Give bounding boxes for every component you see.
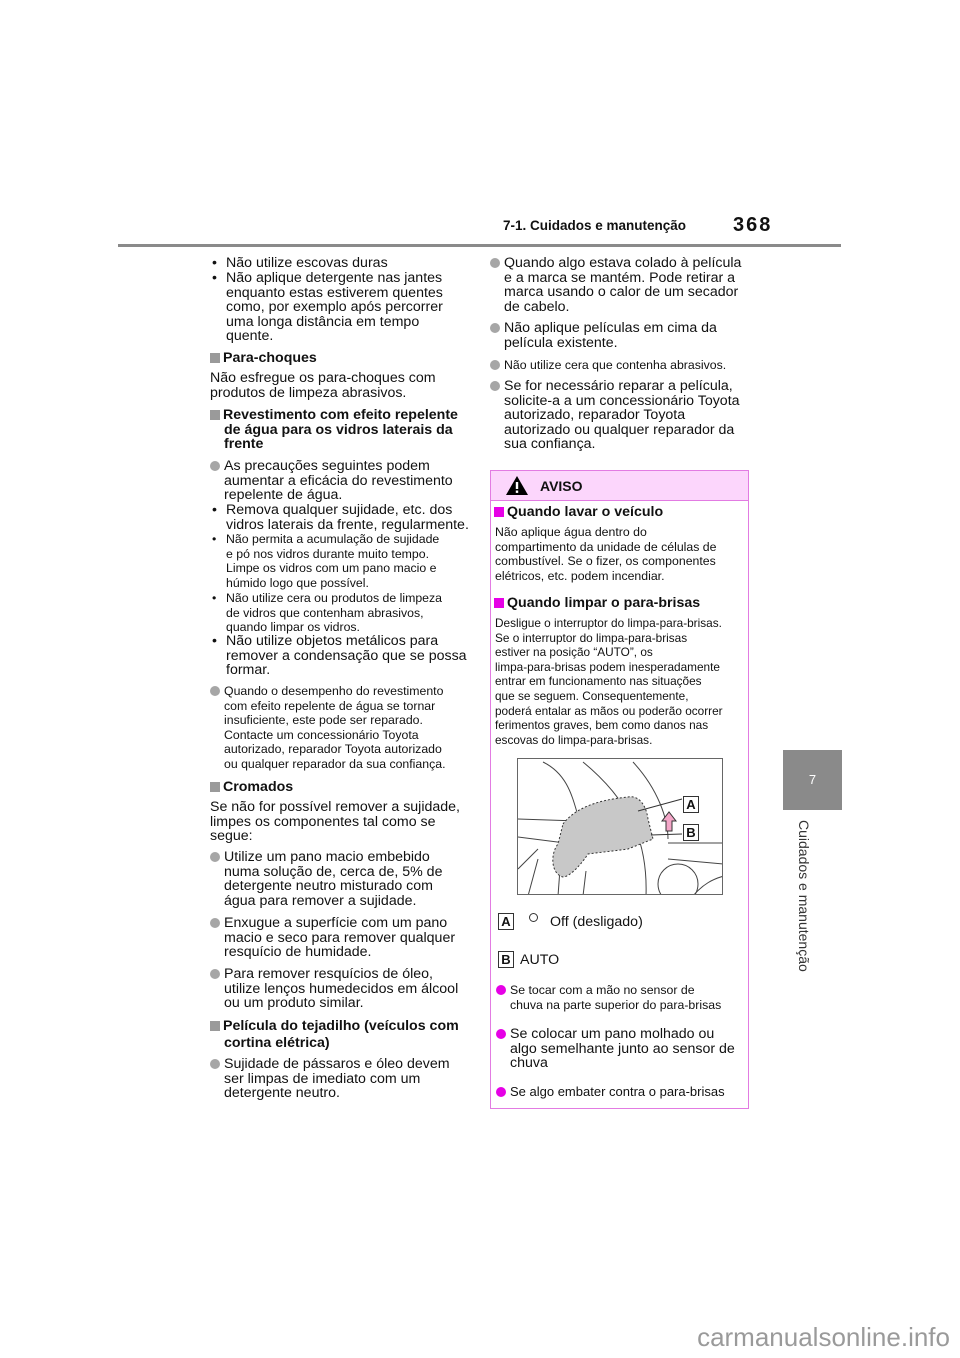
bullet-icon bbox=[210, 918, 220, 928]
heading-pelicula: Película do tejadilho (veículos com cort… bbox=[210, 1018, 459, 1052]
warning-bullet: Se tocar com a mão no sensor de chuva na… bbox=[496, 983, 721, 1012]
bullet-item: Quando algo estava colado à película e a… bbox=[490, 256, 741, 314]
section-title: 7-1. Cuidados e manutenção bbox=[503, 218, 687, 233]
watermark: carmanualsonline.info bbox=[697, 1322, 950, 1352]
paragraph: Se não for possível remover a sujidade, … bbox=[210, 799, 460, 845]
off-circle-icon bbox=[529, 913, 538, 922]
legend-auto: AUTO bbox=[520, 952, 560, 968]
bullet-text: Enxugue a superfície com um pano macio e… bbox=[224, 915, 456, 961]
bullet-icon bbox=[490, 360, 500, 370]
legend-label-b: B bbox=[498, 951, 514, 968]
bullet-text: Para remover resquícios de óleo, utilize… bbox=[224, 966, 459, 1012]
warning-bullet: Se algo embater contra o para-brisas bbox=[496, 1084, 725, 1100]
bullet-text: Se algo embater contra o para-brisas bbox=[510, 1084, 725, 1099]
heading-cromados: Cromados bbox=[210, 780, 293, 795]
bullet-icon bbox=[496, 985, 506, 995]
warning-title: AVISO bbox=[540, 478, 583, 494]
bullet-icon bbox=[210, 461, 220, 471]
list-item: •Não utilize objetos metálicos para remo… bbox=[212, 633, 467, 679]
bullet-icon bbox=[210, 969, 220, 979]
heading-text: Cromados bbox=[223, 779, 294, 795]
callout-b: B bbox=[683, 824, 699, 841]
list-item-text: Não utilize cera ou produtos de limpeza … bbox=[226, 591, 443, 635]
list-item: •Remova qualquer sujidade, etc. dos vidr… bbox=[212, 502, 469, 533]
bullet-item: Enxugue a superfície com um pano macio e… bbox=[210, 916, 455, 960]
list-item-text: Não permita a acumulação de sujidade e p… bbox=[226, 532, 440, 590]
heading-revestimento: Revestimento com efeito repelente de águ… bbox=[210, 408, 458, 452]
chapter-side-title-text: Cuidados e manutenção bbox=[796, 820, 812, 972]
bullet-text: Se tocar com a mão no sensor de chuva na… bbox=[510, 983, 722, 1012]
warning-box bbox=[490, 470, 749, 1109]
bullet-text: Se colocar um pano molhado ou algo semel… bbox=[510, 1026, 735, 1072]
paragraph: Não esfregue os para-choques com produto… bbox=[210, 370, 436, 401]
bullet-icon bbox=[490, 381, 500, 391]
warning-header: AVISO bbox=[491, 471, 748, 501]
warning-paragraph: Desligue o interruptor do limpa-para-bri… bbox=[495, 616, 723, 747]
list-item-text: Não utilize objetos metálicos para remov… bbox=[226, 633, 467, 679]
bullet-icon bbox=[210, 686, 220, 696]
header-divider bbox=[118, 244, 841, 247]
bullet-text: As precauções seguintes podem aumentar a… bbox=[224, 458, 453, 504]
heading-para-choques: Para-choques bbox=[210, 351, 317, 366]
bullet-item: Para remover resquícios de óleo, utilize… bbox=[210, 967, 458, 1011]
list-item: •Não permita a acumulação de sujidade e … bbox=[212, 532, 440, 590]
bullet-icon bbox=[210, 852, 220, 862]
square-bullet-icon bbox=[210, 353, 220, 363]
chapter-side-title: Cuidados e manutenção bbox=[794, 820, 814, 990]
bullet-text: Utilize um pano macio embebido numa solu… bbox=[224, 849, 443, 909]
wiper-switch-illustration: A B bbox=[517, 758, 723, 895]
bullet-icon bbox=[496, 1087, 506, 1097]
chapter-tab[interactable]: 7 bbox=[783, 750, 842, 810]
callout-a: A bbox=[683, 796, 699, 813]
warning-heading: Quando limpar o para-brisas bbox=[494, 596, 700, 611]
bullet-item: Quando o desempenho do revestimento com … bbox=[210, 684, 446, 772]
bullet-item: Utilize um pano macio embebido numa solu… bbox=[210, 850, 442, 908]
heading-text: Quando limpar o para-brisas bbox=[507, 595, 701, 611]
legend-label-a: A bbox=[498, 913, 514, 930]
bullet-text: Se for necessário reparar a película, so… bbox=[504, 378, 740, 453]
bullet-text: Quando o desempenho do revestimento com … bbox=[224, 684, 446, 771]
warning-triangle-icon bbox=[506, 476, 528, 495]
square-bullet-icon bbox=[210, 782, 220, 792]
square-bullet-icon bbox=[210, 410, 220, 420]
heading-text: Película do tejadilho (veículos com cort… bbox=[223, 1018, 459, 1051]
legend-off: Off (desligado) bbox=[550, 914, 643, 930]
bullet-text: Não utilize cera que contenha abrasivos. bbox=[504, 358, 727, 372]
list-item-text: Não aplique detergente nas jantes enquan… bbox=[226, 270, 443, 345]
list-item-text: Não utilize escovas duras bbox=[226, 255, 388, 271]
list-item: •Não utilize escovas duras bbox=[212, 255, 388, 271]
list-item-text: Remova qualquer sujidade, etc. dos vidro… bbox=[226, 502, 469, 533]
heading-text: Revestimento com efeito repelente de águ… bbox=[223, 407, 458, 453]
bullet-text: Quando algo estava colado à película e a… bbox=[504, 255, 742, 315]
square-bullet-icon bbox=[494, 598, 504, 608]
bullet-text: Sujidade de pássaros e óleo devem ser li… bbox=[224, 1056, 450, 1102]
warning-paragraph: Não aplique água dentro do compartimento… bbox=[495, 525, 717, 583]
bullet-item: Não aplique películas em cima da películ… bbox=[490, 321, 717, 350]
square-bullet-icon bbox=[494, 507, 504, 517]
bullet-item: Sujidade de pássaros e óleo devem ser li… bbox=[210, 1057, 450, 1101]
bullet-icon bbox=[490, 323, 500, 333]
heading-text: Quando lavar o veículo bbox=[507, 504, 664, 520]
bullet-icon bbox=[496, 1029, 506, 1039]
bullet-text: Não aplique películas em cima da películ… bbox=[504, 320, 717, 351]
bullet-item: Se for necessário reparar a película, so… bbox=[490, 379, 740, 452]
bullet-item: Não utilize cera que contenha abrasivos. bbox=[490, 358, 726, 373]
page-number: 368 bbox=[733, 214, 773, 236]
warning-bullet: Se colocar um pano molhado ou algo semel… bbox=[496, 1027, 735, 1071]
wiper-lever-drawing bbox=[518, 761, 722, 894]
square-bullet-icon bbox=[210, 1021, 220, 1031]
list-item: •Não utilize cera ou produtos de limpeza… bbox=[212, 591, 443, 635]
warning-heading: Quando lavar o veículo bbox=[494, 505, 663, 520]
heading-text: Para-choques bbox=[223, 350, 317, 366]
list-item: •Não aplique detergente nas jantes enqua… bbox=[212, 270, 443, 345]
bullet-icon bbox=[210, 1059, 220, 1069]
bullet-item: As precauções seguintes podem aumentar a… bbox=[210, 459, 453, 503]
bullet-icon bbox=[490, 258, 500, 268]
